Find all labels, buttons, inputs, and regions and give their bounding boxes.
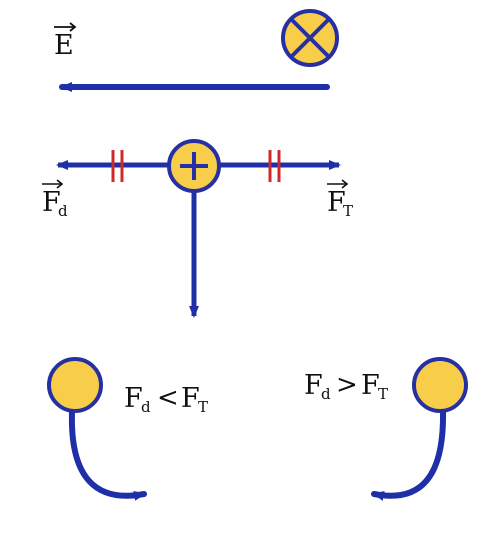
right-deflection-arrow: [371, 409, 447, 501]
left-condition-label: F d < F T: [124, 383, 208, 416]
field-vector-head: [69, 22, 77, 32]
left-condition-rhs: F: [181, 383, 200, 414]
left-condition-operator: <: [157, 383, 179, 413]
charge-force-section: F d F T: [42, 139, 353, 318]
circle-cross-icon-stroke-b: [290, 18, 330, 58]
right-outcome-case: F d > F T: [304, 357, 468, 501]
force-left-vector-head: [56, 179, 64, 189]
left-equal-magnitude-tick: [111, 150, 124, 182]
force-left-label: F d: [42, 179, 68, 220]
right-condition-operator: >: [336, 370, 358, 400]
right-condition-rhs-subscript: T: [378, 385, 388, 403]
left-outcome-case: F d < F T: [47, 357, 208, 501]
force-right-subscript: T: [343, 202, 353, 220]
right-condition-label: F d > F T: [304, 370, 388, 403]
field-symbol: E: [54, 30, 74, 61]
left-deflection-arrow: [68, 409, 147, 501]
force-right-vector-head: [341, 179, 349, 189]
right-condition-lhs: F: [304, 370, 323, 401]
right-condition-lhs-subscript: d: [321, 385, 331, 403]
force-right-symbol: F: [327, 187, 346, 218]
right-condition-rhs: F: [361, 370, 380, 401]
force-left-subscript: d: [58, 202, 68, 220]
left-condition-lhs: F: [124, 383, 143, 414]
left-condition-lhs-subscript: d: [141, 398, 151, 416]
circle-plus-icon: [167, 139, 221, 193]
circle-cross-icon: [281, 9, 339, 67]
left-charge-ball: [47, 357, 103, 413]
left-condition-rhs-subscript: T: [198, 398, 208, 416]
electric-field-section: E: [54, 9, 339, 92]
right-equal-magnitude-tick: [268, 150, 281, 182]
right-charge-ball: [412, 357, 468, 413]
force-left-symbol: F: [42, 187, 61, 218]
force-right-label: F T: [327, 179, 353, 220]
